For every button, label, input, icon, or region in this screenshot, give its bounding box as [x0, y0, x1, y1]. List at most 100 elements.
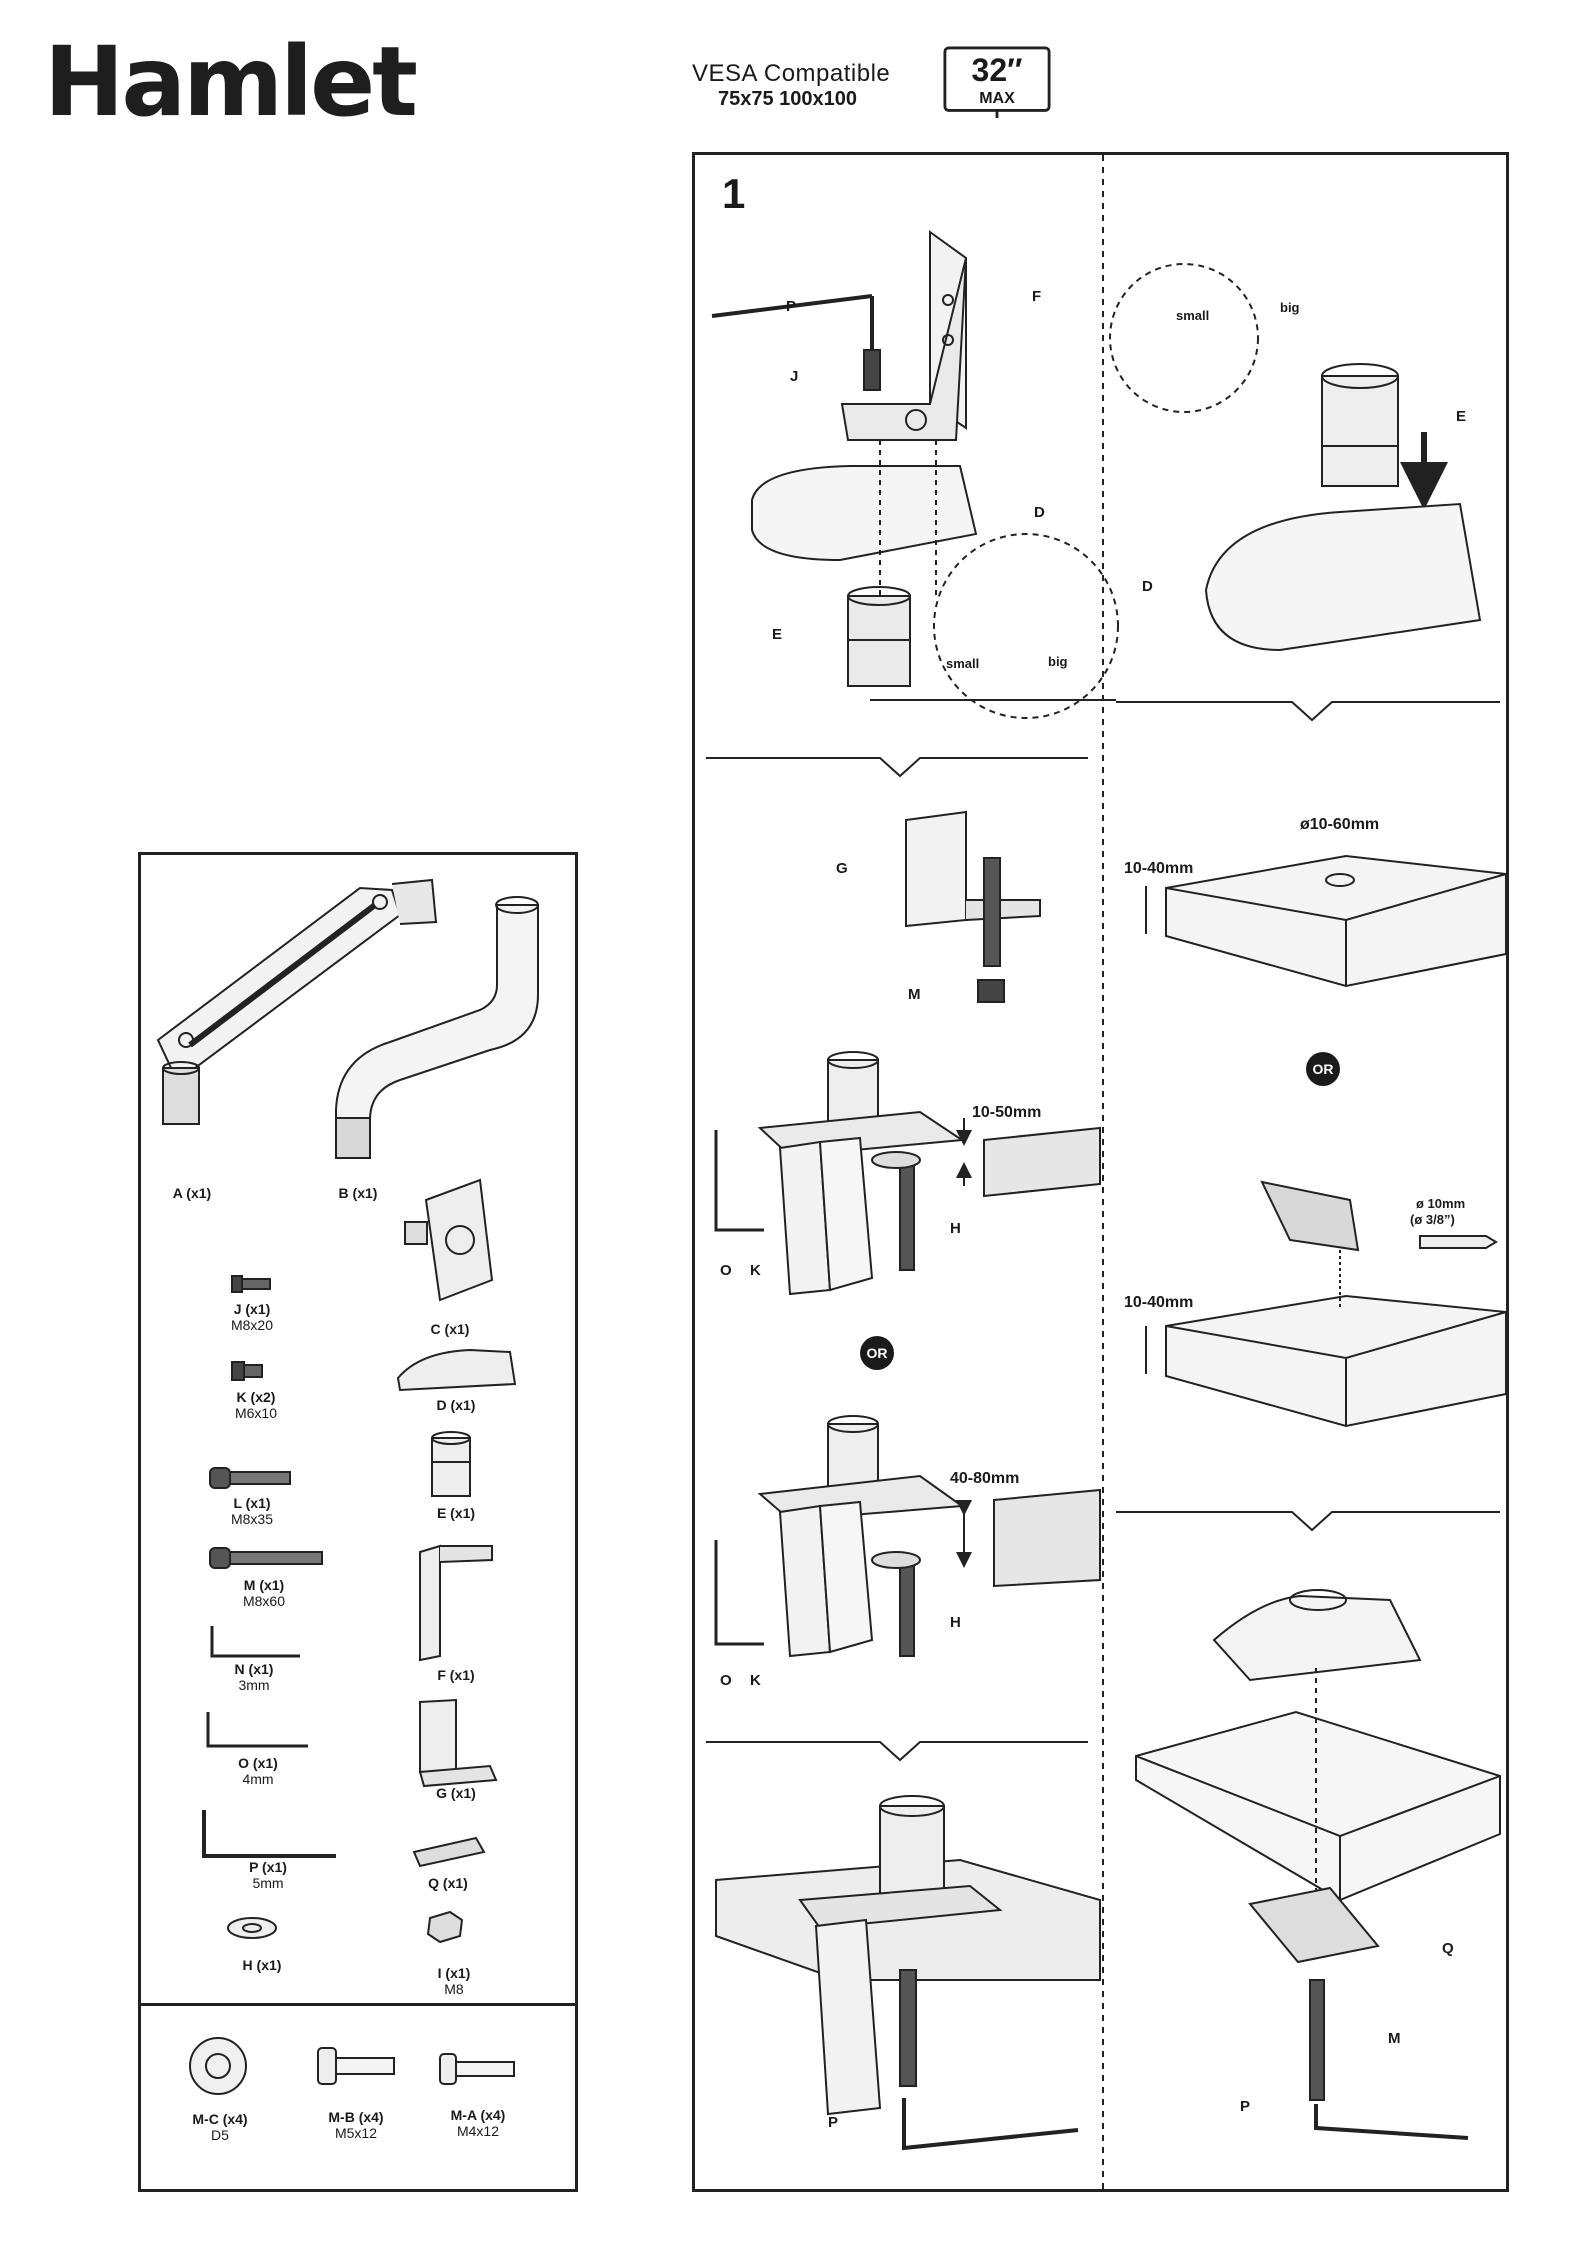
monitor-icon: [943, 46, 1051, 118]
dim-desk-thickness-b: 10-40mm: [1124, 1294, 1194, 1311]
part-f-bracket-drawing: [419, 1544, 493, 1662]
part-n-label: N (x1): [234, 1661, 274, 1677]
dim-hole-diameter: ø10-60mm: [1300, 816, 1380, 833]
part-j-screw-drawing: [231, 1275, 271, 1293]
part-ma-screw-drawing: [439, 2053, 515, 2085]
part-ma-spec: M4x12: [456, 2123, 500, 2139]
step1-clamp-a-drawing: [714, 1051, 1101, 1296]
brand-logo: Hamlet: [44, 26, 418, 138]
part-k-screw-drawing: [231, 1361, 263, 1381]
part-m-label: M (x1): [243, 1577, 285, 1593]
dim-drill-size: ø 10mm: [1416, 1196, 1466, 1211]
label-small-right: small: [1176, 308, 1210, 323]
part-a-arm-drawing: [156, 878, 438, 1125]
label-small-left: small: [946, 656, 980, 671]
step-number: 1: [722, 170, 746, 217]
assembly-step-panel: [692, 152, 1509, 2192]
part-mb-label: M-B (x4): [328, 2109, 384, 2125]
callout-p-bottom: P: [828, 2114, 839, 2131]
part-i-nut-drawing: [426, 1910, 464, 1944]
vesa-compatible-title: VESA Compatible: [692, 60, 891, 87]
callout-k-a: K: [750, 1262, 761, 1279]
part-h-label: H (x1): [242, 1957, 282, 1973]
part-g-label: G (x1): [436, 1785, 476, 1801]
part-l-spec: M8x35: [230, 1511, 274, 1527]
callout-q: Q: [1442, 1940, 1454, 1957]
part-k-label: K (x2): [236, 1389, 276, 1405]
part-n-key-drawing: [210, 1626, 300, 1658]
part-m-bolt-drawing: [209, 1547, 323, 1569]
callout-p-right: P: [1240, 2098, 1251, 2115]
step1-spacer-on-base-drawing: [1204, 363, 1482, 652]
part-e-label: E (x1): [436, 1505, 476, 1521]
part-k-spec: M6x10: [234, 1405, 278, 1421]
part-mc-spec: D5: [211, 2127, 229, 2143]
part-e-spacer-drawing: [431, 1431, 471, 1497]
part-mb-screw-drawing: [317, 2047, 395, 2085]
part-l-bolt-drawing: [209, 1467, 291, 1489]
zoom-detail-b: [1109, 263, 1259, 413]
vesa-sizes: 75x75 100x100: [718, 88, 858, 110]
callout-d-right: D: [1142, 578, 1153, 595]
part-a-label: A (x1): [172, 1185, 212, 1201]
part-o-spec: 4mm: [242, 1771, 274, 1787]
callout-e-right: E: [1456, 408, 1467, 425]
dim-desk-thickness-a: 10-40mm: [1124, 860, 1194, 877]
part-p-key-drawing: [202, 1810, 336, 1858]
step1-desk-hole-drawing: [1145, 854, 1507, 988]
part-m-spec: M8x60: [242, 1593, 286, 1609]
part-b-label: B (x1): [338, 1185, 378, 1201]
callout-o-b: O: [720, 1672, 732, 1689]
part-j-spec: M8x20: [230, 1317, 274, 1333]
callout-k-b: K: [750, 1672, 761, 1689]
part-l-label: L (x1): [233, 1495, 271, 1511]
part-q-plate-drawing: [412, 1836, 486, 1868]
step1-g-plate-drawing: [905, 810, 1041, 1003]
zoom-detail-a: [933, 533, 1119, 719]
part-p-label: P (x1): [249, 1859, 287, 1875]
part-i-label: I (x1): [437, 1965, 471, 1981]
callout-g: G: [836, 860, 848, 877]
callout-m-right: M: [1388, 2030, 1401, 2047]
part-mb-spec: M5x12: [334, 2125, 378, 2141]
part-ma-label: M-A (x4): [450, 2107, 506, 2123]
part-f-label: F (x1): [437, 1667, 475, 1683]
callout-h-b: H: [950, 1614, 961, 1631]
label-big-left: big: [1048, 654, 1068, 669]
step1-bracket-base-drawing: [711, 230, 978, 687]
callout-p-top: P: [786, 298, 797, 315]
part-b-pole-drawing: [335, 896, 539, 1159]
or-badge-left: OR: [860, 1336, 894, 1370]
monitor-max-size: 32″: [971, 52, 1023, 88]
part-h-washer-drawing: [227, 1917, 277, 1939]
part-q-label: Q (x1): [428, 1875, 468, 1891]
part-o-key-drawing: [206, 1712, 308, 1748]
part-o-label: O (x1): [238, 1755, 278, 1771]
part-c-label: C (x1): [430, 1321, 470, 1337]
step1-under-desk-drawing: [1135, 1589, 1501, 2140]
dim-clamp-b: 40-80mm: [950, 1470, 1020, 1487]
step1-installed-clamp-drawing: [715, 1795, 1101, 2151]
callout-e-left: E: [772, 626, 783, 643]
callout-f: F: [1032, 288, 1042, 305]
part-p-spec: 5mm: [252, 1875, 284, 1891]
callout-o-a: O: [720, 1262, 732, 1279]
callout-j: J: [790, 368, 799, 385]
label-big-right: big: [1280, 300, 1300, 315]
part-n-spec: 3mm: [238, 1677, 270, 1693]
part-mc-label: M-C (x4): [192, 2111, 248, 2127]
or-badge-right: OR: [1306, 1052, 1340, 1086]
callout-m-left: M: [908, 986, 921, 1003]
part-d-label: D (x1): [436, 1397, 476, 1413]
dim-drill-size-inch: (ø 3/8”): [1410, 1212, 1455, 1227]
callout-d-left: D: [1034, 504, 1045, 521]
part-j-label: J (x1): [233, 1301, 271, 1317]
parts-list-panel: [138, 852, 578, 2192]
parts-divider: [138, 2003, 578, 2006]
monitor-max-label: MAX: [979, 90, 1015, 107]
part-g-plate-drawing: [418, 1698, 498, 1788]
part-i-spec: M8: [444, 1981, 464, 1997]
part-c-vesa-plate-drawing: [404, 1178, 494, 1302]
step1-drill-desk-drawing: [1145, 1180, 1507, 1428]
